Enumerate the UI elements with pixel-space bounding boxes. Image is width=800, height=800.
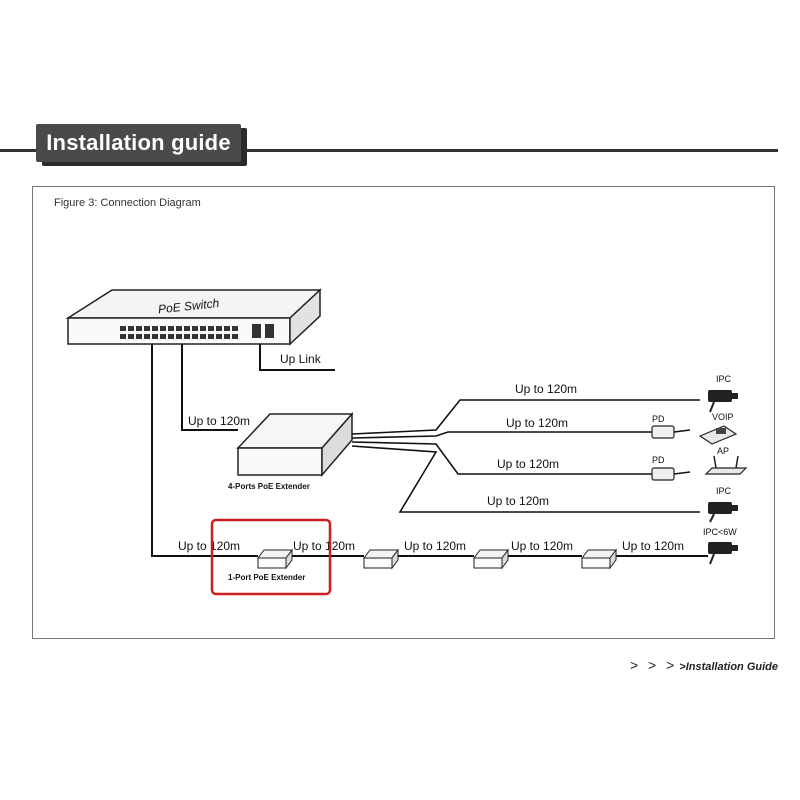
ap-label: AP (717, 446, 729, 456)
extender-output-cables (351, 399, 700, 513)
pd-label-1: PD (652, 414, 665, 424)
distance-label-8: Up to 120m (404, 539, 466, 553)
distance-label-9: Up to 120m (511, 539, 573, 553)
distance-label-1: Up to 120m (188, 414, 250, 428)
pd-adapter-1 (651, 425, 691, 439)
pd-adapter-2 (651, 467, 691, 481)
voip-label: VOIP (712, 412, 734, 422)
1port-extender-2 (363, 548, 399, 570)
highlight-box (210, 518, 332, 596)
poe-switch: PoE Switch (65, 288, 322, 346)
distance-label-10: Up to 120m (622, 539, 684, 553)
ipc-label-2: IPC (716, 486, 732, 496)
ipc6w-label: IPC<6W (703, 527, 737, 537)
ipc-camera-icon (708, 390, 738, 413)
ipc-camera-icon-3 (708, 542, 738, 565)
access-point-icon (704, 455, 748, 475)
diagram-frame (32, 186, 775, 639)
footer-nav: > > >>Installation Guide (630, 657, 778, 673)
1port-extender-label: 1-Port PoE Extender (228, 573, 305, 582)
switch-ports (120, 324, 274, 339)
voip-phone-icon (698, 425, 738, 445)
4port-extender-label: 4-Ports PoE Extender (228, 482, 310, 491)
pd-label-2: PD (652, 455, 665, 465)
distance-label-2: Up to 120m (515, 382, 577, 396)
distance-label-6: Up to 120m (178, 539, 240, 553)
distance-label-3: Up to 120m (506, 416, 568, 430)
header-tab: Installation guide (36, 124, 241, 162)
cable-to-4port-extender (181, 344, 238, 431)
1port-extender-4 (581, 548, 617, 570)
distance-label-5: Up to 120m (487, 494, 549, 508)
figure-caption: Figure 3: Connection Diagram (54, 197, 201, 209)
distance-label-7: Up to 120m (293, 539, 355, 553)
footer-text: >Installation Guide (679, 661, 778, 673)
header-rule (0, 149, 778, 152)
distance-label-4: Up to 120m (497, 457, 559, 471)
footer-arrows: > > > (629, 657, 678, 673)
4port-poe-extender (236, 412, 354, 478)
ipc-camera-icon-2 (708, 502, 738, 523)
page-title: Installation guide (46, 130, 231, 155)
ipc-label-1: IPC (716, 374, 732, 384)
uplink-cable (259, 344, 335, 371)
uplink-label: Up Link (280, 352, 322, 366)
switch-label: PoE Switch (157, 296, 220, 316)
cable-to-1port-chain (151, 344, 258, 557)
1port-extender-3 (473, 548, 509, 570)
1port-extender-1 (257, 548, 293, 570)
